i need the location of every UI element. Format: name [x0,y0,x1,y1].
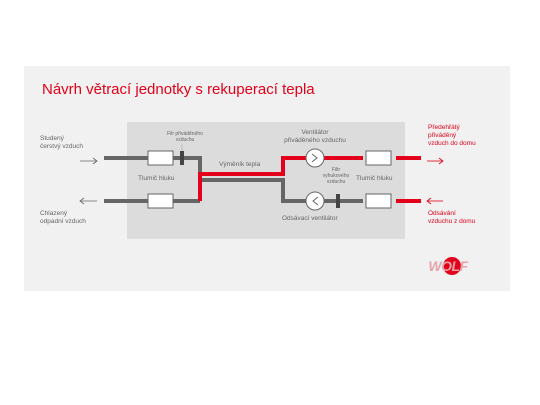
label-supply-fan: Ventilátor přiváděného vzduchu [280,129,350,145]
label-cooled-exhaust: Chlazený odpadní vzduch [40,210,86,226]
wolf-logo: WOLF [428,257,469,275]
label-supply-filter: Filr přiváděného vzduchu [160,131,210,143]
label-line: Studený [40,135,64,142]
arrow-in-left-head [92,157,98,165]
label-line: Filtr [331,167,341,173]
wolf-logo-dot [443,257,461,275]
supply-filter [180,151,184,165]
exhaust-fan-arrow [312,196,319,206]
label-silencer-left: Tlumič hluku [138,175,175,182]
label-exhaust-filter: Filtr vyhukového vzduchu [318,167,354,185]
label-line: Odsávání [428,210,456,217]
label-silencer-right: Tlumič hluku [356,175,393,182]
label-cold-fresh-air: Studený čerstvý vzduch [40,135,83,151]
silencer-left-bottom [147,193,174,209]
label-line: odpadní vzduch [40,218,86,225]
label-line: Chlazený [40,210,68,217]
arrow-out-right-head [438,157,444,165]
label-line: čerstvý vzduch [40,143,83,150]
label-line: vzduchu [326,179,346,185]
label-line: vzduchu [175,137,195,143]
silencer-right-bottom [365,193,392,209]
supply-fan-arrow [311,153,318,163]
silencer-left-top [147,150,174,166]
arrow-out-left-head [79,197,85,205]
label-line: přiváděného vzduchu [284,137,346,144]
label-line: vzduch do domu [428,140,476,147]
arrow-in-right-head [426,197,432,205]
label-heat-exchanger: Výměník tepla [219,161,261,168]
silencer-right-top [365,150,392,166]
label-extraction: Odsávání vzduchu z domu [428,210,475,226]
label-line: Filr přiváděného [167,131,203,137]
page-title: Návrh větrací jednotky s rekuperací tepl… [42,81,315,98]
supply-fan-icon [305,148,325,168]
wolf-logo-text: WOLF [428,258,468,274]
exhaust-fan-icon [305,191,325,211]
label-preheated-supply: Předehřátý přiváděný vzduch do domu [428,124,476,148]
exhaust-filter [336,194,340,208]
label-line: Ventilátor [301,129,329,136]
label-line: vzduchu z domu [428,218,476,225]
label-line: přiváděný [428,132,457,139]
label-exhaust-fan: Odsávací ventilátor [282,215,338,222]
label-line: vyhukového [322,173,350,179]
label-line: Předehřátý [428,124,460,131]
